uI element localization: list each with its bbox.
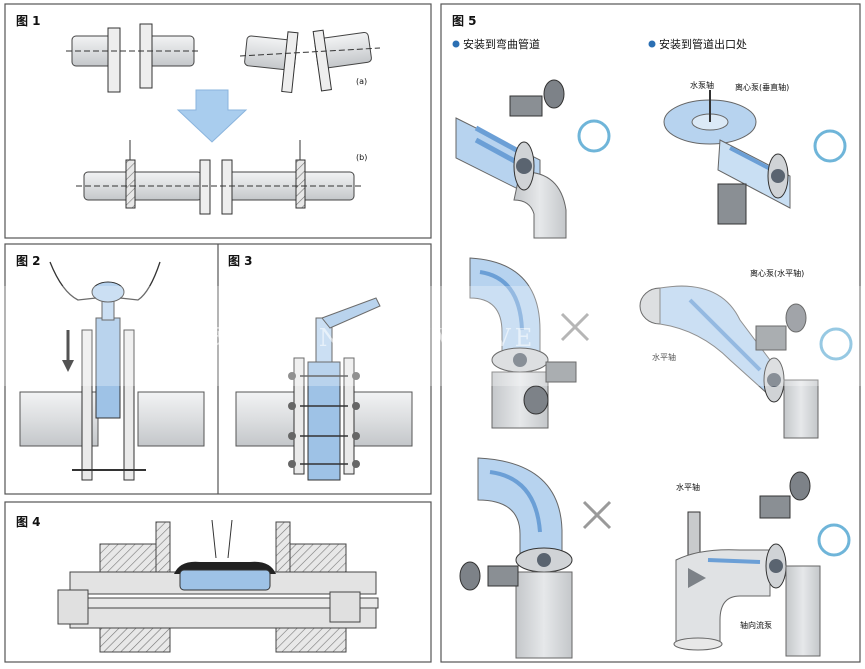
correct-circle-icon [817, 523, 851, 557]
fig5-label-pump-shaft: 水泵轴 [690, 80, 714, 90]
fig4-cross-section [57, 519, 379, 653]
fig3-assembly [235, 297, 413, 481]
wrong-x-icon [582, 500, 612, 530]
fig2-valve [91, 281, 125, 419]
fig5-label-axial-pump: 轴向流泵 [740, 620, 772, 630]
watermark: 昆炼阀门 KUN LIANVALVE [150, 324, 536, 352]
correct-circle-icon [819, 327, 853, 361]
fig1-aligned-pipes [66, 23, 200, 93]
hands-icon [49, 261, 161, 301]
fig2-pipes [19, 329, 205, 481]
fig1-misaligned-pipes [239, 29, 381, 94]
wrong-x-icon [560, 312, 590, 342]
fig5-left-row3 [459, 457, 573, 659]
fig5-label-horizontal-shaft-a: 水平轴 [652, 352, 676, 362]
panel-fig1 [4, 3, 432, 239]
correct-circle-icon [577, 119, 611, 153]
fig3-title: 图 3 [228, 254, 253, 268]
fig2-title: 图 2 [16, 254, 41, 268]
fig5-title: 图 5 [452, 14, 477, 28]
down-arrow-icon [176, 89, 248, 143]
fig5-col-left-header: 安装到弯曲管道 [463, 37, 540, 51]
correct-circle-icon [813, 129, 847, 163]
fig4-title: 图 4 [16, 515, 41, 529]
watermark-band [0, 286, 865, 386]
fig5-label-centrifugal-horizontal: 离心泵(水平轴) [750, 268, 804, 278]
fig5-left-row2 [469, 257, 577, 429]
insert-arrow-icon [62, 330, 74, 372]
fig5-right-row3 [673, 471, 821, 657]
fig1-title: 图 1 [16, 14, 41, 28]
fig5-label-horizontal-shaft-b: 水平轴 [676, 482, 700, 492]
fig5-right-row2 [639, 285, 819, 439]
bullet-icon [648, 40, 656, 48]
fig5-col-right-header: 安装到管道出口处 [659, 37, 747, 51]
fig1-label-b: (b) [356, 153, 367, 162]
fig5-right-row1 [663, 90, 791, 225]
bullet-icon [452, 40, 460, 48]
panel-fig5 [440, 3, 861, 663]
panel-fig4 [4, 501, 432, 663]
fig5-label-centrifugal-vertical: 离心泵(垂直轴) [735, 82, 789, 92]
fig1-assembled-pipe [76, 140, 364, 215]
fig5-left-row1 [455, 79, 567, 239]
fig1-label-a: (a) [356, 77, 367, 86]
